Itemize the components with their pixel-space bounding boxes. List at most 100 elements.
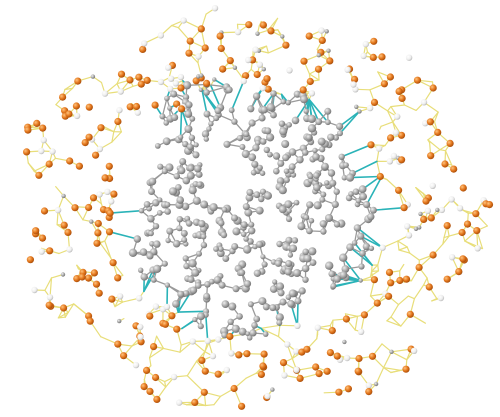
core-atom <box>186 143 194 151</box>
core-atom <box>178 166 186 175</box>
orange-atom <box>105 228 114 236</box>
core-atom <box>236 135 243 142</box>
orange-atom <box>197 25 205 33</box>
orange-atom <box>429 84 437 92</box>
orange-atom <box>60 304 68 312</box>
core-atom-layer <box>128 81 377 341</box>
core-atom <box>287 300 295 308</box>
white-atom <box>448 196 455 203</box>
shell-bond <box>354 315 359 331</box>
white-atom <box>167 85 174 93</box>
core-atom <box>203 110 211 118</box>
white-atom <box>390 152 398 160</box>
white-atom <box>240 77 247 85</box>
core-atom <box>285 215 293 223</box>
core-atom <box>189 115 196 122</box>
core-atom <box>164 95 170 102</box>
shell-bond <box>387 110 394 123</box>
orange-atom <box>72 102 80 110</box>
orange-atom <box>429 251 437 259</box>
orange-atom <box>146 312 154 320</box>
white-atom <box>392 129 400 136</box>
shell-gray-atom <box>342 339 347 345</box>
link-bond <box>356 227 384 249</box>
core-atom <box>288 148 297 156</box>
orange-atom <box>369 53 377 62</box>
core-atom <box>272 279 278 285</box>
orange-atom <box>242 72 250 80</box>
core-atom <box>346 243 354 251</box>
core-atom <box>128 248 138 257</box>
core-atom <box>285 236 293 244</box>
white-atom <box>343 354 351 362</box>
white-atom <box>404 223 411 230</box>
core-atom <box>232 285 240 293</box>
orange-atom <box>312 363 320 371</box>
core-atom <box>253 269 262 277</box>
core-atom <box>270 90 277 97</box>
orange-atom <box>397 131 406 139</box>
shell-gray-atom <box>316 53 321 58</box>
white-atom <box>54 206 62 214</box>
shell-gray-atom <box>373 381 379 387</box>
white-atom <box>259 84 266 92</box>
core-atom <box>139 248 148 256</box>
orange-atom <box>146 387 154 395</box>
core-atom <box>333 275 342 283</box>
core-atom <box>231 118 238 125</box>
orange-atom <box>38 234 47 242</box>
link-bond <box>296 300 299 327</box>
core-atom <box>200 233 207 240</box>
core-atom <box>192 316 198 323</box>
link-bond <box>201 89 208 115</box>
core-atom <box>149 241 155 247</box>
core-atom <box>278 120 286 127</box>
core-atom <box>293 199 300 206</box>
white-atom <box>137 333 144 341</box>
core-atom <box>216 249 225 258</box>
orange-atom <box>373 299 381 307</box>
orange-atom <box>360 311 368 319</box>
core-atom <box>203 136 209 142</box>
core-atom <box>262 331 269 337</box>
core-atom <box>257 195 265 203</box>
core-atom <box>280 98 287 105</box>
orange-atom <box>226 57 234 65</box>
link-bond <box>351 160 378 175</box>
shell-bond <box>64 311 69 318</box>
core-atom <box>246 335 253 341</box>
white-atom <box>40 136 47 144</box>
core-atom <box>218 281 226 289</box>
shell-bond <box>195 351 206 362</box>
white-atom <box>137 323 144 331</box>
core-atom <box>276 282 285 291</box>
core-atom <box>341 265 350 273</box>
white-atom <box>38 147 45 155</box>
orange-atom <box>368 352 377 360</box>
core-atom <box>221 300 230 308</box>
core-atom <box>213 115 220 122</box>
orange-atom <box>472 210 480 218</box>
shell-gray-atom <box>418 211 423 217</box>
link-bond <box>179 108 183 138</box>
shell-bond <box>377 264 380 272</box>
orange-atom <box>370 37 378 45</box>
orange-atom <box>425 283 433 291</box>
core-atom <box>284 268 292 276</box>
white-atom <box>116 106 123 114</box>
orange-atom <box>137 338 145 346</box>
core-atom <box>321 162 329 171</box>
shell-gray-atom <box>354 104 359 110</box>
core-atom <box>197 323 204 330</box>
core-atom <box>157 197 163 203</box>
shell-bond <box>375 367 385 385</box>
orange-atom <box>230 384 238 393</box>
core-atom <box>324 180 330 186</box>
orange-atom <box>150 343 158 351</box>
orange-atom <box>328 327 336 335</box>
core-atom <box>187 164 195 172</box>
core-atom <box>367 212 375 221</box>
link-bond <box>365 176 383 206</box>
core-atom <box>301 149 309 156</box>
white-atom <box>294 322 301 329</box>
